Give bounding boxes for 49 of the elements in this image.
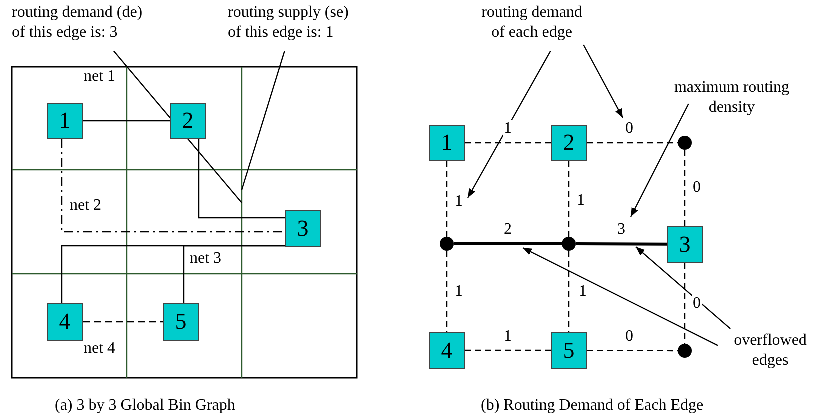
subfigure-caption: (a) 3 by 3 Global Bin Graph: [55, 397, 236, 415]
graph-edge: [587, 350, 678, 352]
node-box: 1: [47, 103, 83, 139]
net-wire: [83, 120, 170, 122]
callout-text: routing supply (se) of this edge is: 1: [228, 3, 360, 43]
graph-edge: [587, 142, 678, 144]
node-box: 5: [163, 303, 199, 341]
node-box: 4: [47, 303, 83, 341]
node-box: 2: [170, 103, 206, 139]
pointer-arrow: [630, 104, 690, 218]
net-wire: [198, 139, 285, 219]
graph-edge: [576, 242, 667, 246]
pointer-arrow: [522, 247, 718, 346]
net-label: net 1: [84, 68, 116, 86]
graph-edge: [568, 251, 570, 332]
graph-edge: [465, 350, 551, 352]
graph-edge: [568, 161, 570, 237]
junction-dot: [678, 136, 692, 150]
graph-edge: [454, 242, 562, 246]
graph-edge: [446, 251, 448, 332]
leader-line: [241, 51, 286, 190]
pointer-arrow: [467, 51, 552, 198]
callout-text: routing demand of each edge: [477, 3, 587, 43]
node-box: 3: [667, 226, 703, 263]
node-box: 2: [551, 125, 587, 161]
net-label: net 3: [190, 250, 222, 268]
graph-edge: [465, 142, 551, 144]
node-box: 5: [551, 332, 587, 369]
callout-text: overflowed edges: [718, 331, 823, 371]
edge-label: 1: [503, 120, 513, 138]
callout-text: maximum routing density: [652, 78, 812, 118]
subfigure-caption: (b) Routing Demand of Each Edge: [481, 397, 704, 415]
callout-text: routing demand (de) of this edge is: 3: [12, 3, 148, 43]
pointer-arrow: [583, 44, 624, 118]
graph-edge: [684, 150, 686, 226]
graph-edge: [446, 161, 448, 237]
net-label: net 2: [70, 197, 102, 215]
pointer-arrow: [636, 246, 731, 330]
junction-dot: [440, 237, 454, 251]
net-wire: [183, 245, 285, 303]
junction-dot: [562, 237, 576, 251]
node-box: 4: [429, 332, 465, 369]
net-wire: [83, 321, 163, 323]
net-label: net 4: [84, 340, 116, 358]
junction-dot: [678, 344, 692, 358]
net-wire: [61, 139, 285, 233]
graph-edge: [684, 263, 686, 344]
node-box: 1: [429, 125, 465, 161]
node-box: 3: [285, 210, 321, 247]
